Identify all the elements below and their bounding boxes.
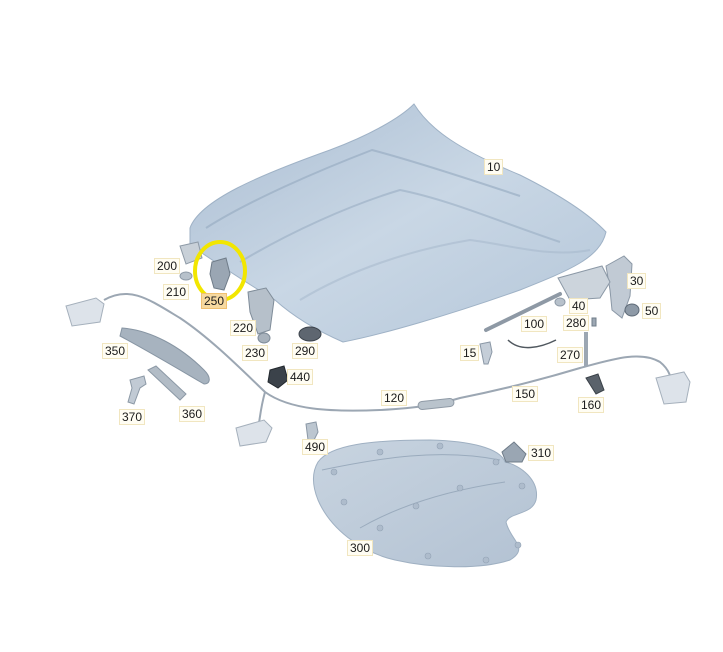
label-10: 10 bbox=[484, 159, 504, 175]
bracket-360-part bbox=[147, 365, 187, 401]
label-210: 210 bbox=[163, 284, 190, 300]
label-300: 300 bbox=[347, 540, 374, 556]
label-160: 160 bbox=[578, 397, 605, 413]
pin-15-part bbox=[479, 341, 493, 365]
hood-part bbox=[189, 103, 607, 343]
label-15: 15 bbox=[460, 345, 480, 361]
hinge-arm-part bbox=[557, 265, 611, 301]
cable-bracket-right-part bbox=[655, 371, 691, 405]
buffer-310-part bbox=[501, 441, 527, 463]
label-150: 150 bbox=[512, 386, 539, 402]
label-440: 440 bbox=[287, 369, 314, 385]
label-360: 360 bbox=[179, 406, 206, 422]
cable-bracket-left-part bbox=[65, 297, 273, 447]
bolt-280-part bbox=[591, 317, 597, 327]
trim-strip-part bbox=[119, 327, 210, 385]
label-200: 200 bbox=[154, 258, 181, 274]
grommet-290-part bbox=[298, 326, 322, 342]
latch-160-part bbox=[585, 373, 605, 395]
label-490: 490 bbox=[302, 439, 329, 455]
label-30: 30 bbox=[627, 273, 647, 289]
label-100: 100 bbox=[521, 316, 548, 332]
pin-370-part bbox=[127, 375, 147, 405]
label-310: 310 bbox=[528, 445, 555, 461]
label-350: 350 bbox=[102, 343, 129, 359]
screw-50-part bbox=[624, 303, 640, 317]
label-40: 40 bbox=[569, 298, 589, 314]
label-220: 220 bbox=[230, 320, 257, 336]
label-230: 230 bbox=[242, 345, 269, 361]
washer-40-part bbox=[554, 297, 566, 307]
gas-strut-100-part bbox=[484, 292, 562, 332]
insulation-pad-part bbox=[313, 439, 537, 568]
bumper-230-part bbox=[257, 332, 271, 344]
label-50: 50 bbox=[642, 303, 662, 319]
label-290: 290 bbox=[292, 343, 319, 359]
striker-250-part bbox=[209, 257, 231, 291]
washer-210-part bbox=[179, 271, 193, 281]
clip-440-part bbox=[267, 365, 289, 389]
label-270: 270 bbox=[557, 347, 584, 363]
label-280: 280 bbox=[563, 315, 590, 331]
clip-490-part bbox=[305, 421, 319, 441]
label-250: 250 bbox=[201, 293, 228, 309]
label-120: 120 bbox=[381, 390, 408, 406]
label-370: 370 bbox=[119, 409, 146, 425]
wire-part bbox=[507, 339, 557, 349]
cable-sleeve-part bbox=[417, 398, 455, 410]
